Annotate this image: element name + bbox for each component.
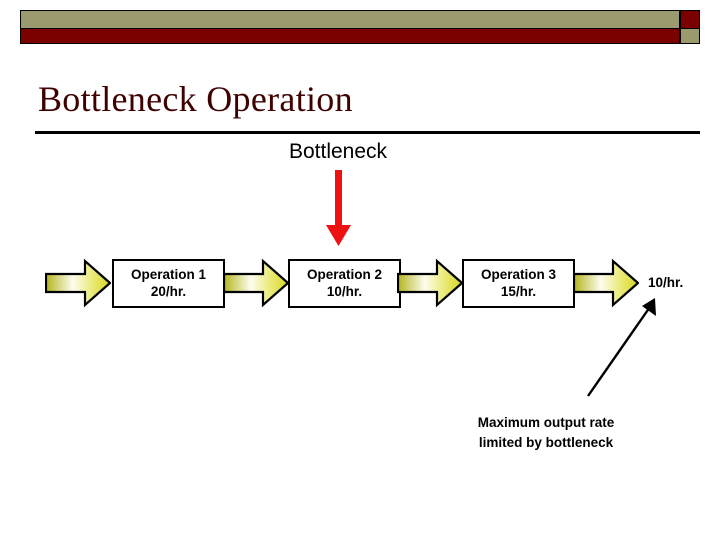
operation-3-rate: 15/hr. xyxy=(500,283,537,299)
flow-arrow-icon-input xyxy=(45,258,111,308)
caption-line-1: Maximum output rate xyxy=(477,415,615,430)
operation-2-name: Operation 2 xyxy=(306,266,382,282)
banner-olive-bar xyxy=(20,10,680,29)
operation-box-2: Operation 2 10/hr. xyxy=(288,259,401,308)
operation-2-rate: 10/hr. xyxy=(326,283,363,299)
flow-arrow-icon-output xyxy=(573,258,639,308)
bottleneck-caption: Maximum output rate limited by bottlenec… xyxy=(418,413,674,454)
process-flow-row: Operation 1 20/hr. Operation 2 10/hr. xyxy=(40,250,700,320)
red-down-arrow-icon xyxy=(326,170,351,246)
caption-line-2: limited by bottleneck xyxy=(478,435,614,451)
top-decorative-banner xyxy=(20,10,700,44)
operation-1-rate: 20/hr. xyxy=(150,283,187,299)
callout-leader-arrow-icon xyxy=(587,298,656,397)
page-title: Bottleneck Operation xyxy=(38,79,353,119)
operation-box-1: Operation 1 20/hr. xyxy=(112,259,225,308)
flow-arrow-icon-1-to-2 xyxy=(223,258,289,308)
operation-box-3: Operation 3 15/hr. xyxy=(462,259,575,308)
bottleneck-label: Bottleneck xyxy=(288,140,388,163)
flow-arrow-icon-2-to-3 xyxy=(397,258,463,308)
operation-1-name: Operation 1 xyxy=(130,266,206,282)
banner-square-top-right xyxy=(680,10,700,29)
banner-square-bottom-right xyxy=(680,29,700,44)
output-rate-label: 10/hr. xyxy=(648,275,684,290)
title-divider-rule xyxy=(35,131,700,134)
operation-3-name: Operation 3 xyxy=(480,266,556,282)
banner-dark-red-bar xyxy=(20,29,680,44)
